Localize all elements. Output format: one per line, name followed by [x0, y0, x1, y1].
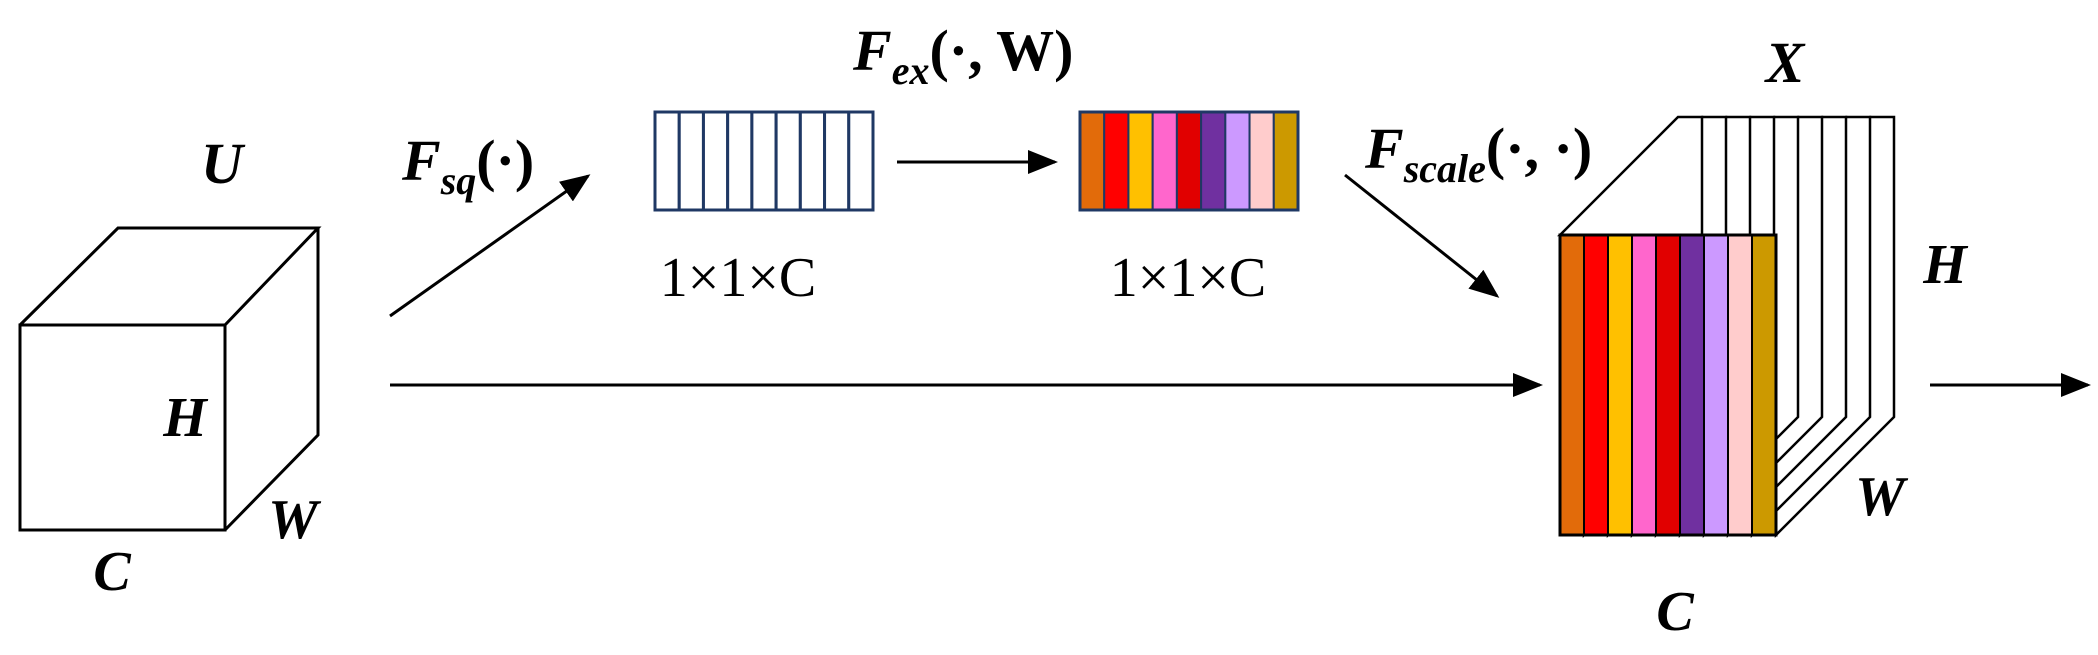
squeeze-func: F: [401, 128, 441, 193]
squeezed-channel-cell: [726, 110, 754, 212]
input-cube-top-face: [18, 226, 322, 327]
excited-channel-cell: [1272, 111, 1300, 211]
scale-sub: scale: [1403, 146, 1486, 191]
squeezed-channel-cell: [823, 110, 851, 212]
input-cube-side-face: [223, 228, 320, 532]
squeezed-channel-cell: [774, 110, 802, 212]
output-channel-slice: [1679, 234, 1705, 536]
excited-channel-cell: [1224, 111, 1251, 211]
squeezed-channel-cell: [701, 110, 730, 212]
excited-channel-cell: [1103, 111, 1130, 211]
scale-arrow: [1344, 173, 1500, 298]
output-front-border: [1558, 233, 1778, 537]
excited-channel-cell: [1200, 111, 1227, 211]
output-channel-slice: [1703, 234, 1729, 536]
output-channel-slice: [1655, 234, 1681, 536]
squeezed-channel-cell: [847, 110, 875, 212]
output-height-label: H: [1922, 234, 1968, 296]
excited-channel-cell: [1079, 111, 1106, 211]
squeeze-args: (·): [476, 128, 534, 193]
squeezed-channel-cell: [750, 110, 778, 212]
squeezed-vector: [653, 110, 875, 212]
excited-vector-border: [1078, 110, 1300, 212]
input-height-label: H: [162, 387, 208, 449]
squeeze-sub: sq: [440, 158, 477, 203]
scale-args: (·, ·): [1486, 116, 1592, 181]
input-cube: [18, 226, 322, 532]
excite-sub: ex: [892, 48, 930, 93]
input-channel-label: C: [93, 541, 131, 603]
scale-func: F: [1364, 116, 1404, 181]
output-channel-slice: [1631, 234, 1657, 536]
excited-vector: [1078, 110, 1300, 212]
input-cube-front-face: [18, 323, 227, 532]
squeeze-label: Fsq(·): [401, 128, 534, 203]
squeezed-channel-cell: [677, 110, 705, 212]
output-tensor-label: X: [1764, 30, 1806, 95]
squeeze-arrow: [389, 174, 591, 318]
input-tensor-label: U: [201, 131, 246, 196]
excite-label: Fex(·, W): [852, 18, 1073, 93]
squeezed-channel-cell: [653, 110, 681, 212]
output-width-label: W: [1855, 466, 1909, 528]
excited-channel-cell: [1248, 111, 1275, 211]
output-channel-slice: [1751, 234, 1777, 536]
output-channel-slice: [1559, 234, 1585, 536]
excited-channel-cell: [1127, 111, 1154, 211]
input-width-label: W: [268, 489, 322, 551]
output-channel-slice: [1607, 234, 1633, 536]
output-channel-slice: [1727, 234, 1753, 536]
output-block-front: [1558, 233, 1778, 537]
excite-func: F: [852, 18, 892, 83]
squeezed-dims-label: 1×1×C: [660, 247, 817, 309]
excited-channel-cell: [1175, 111, 1203, 211]
scale-label: Fscale(·, ·): [1364, 116, 1592, 191]
excited-dims-label: 1×1×C: [1110, 247, 1267, 309]
output-channel-slice: [1583, 234, 1609, 536]
excited-channel-cell: [1151, 111, 1178, 211]
excite-args: (·, W): [929, 18, 1073, 83]
output-channel-label: C: [1656, 581, 1694, 643]
squeezed-channel-cell: [798, 110, 827, 212]
